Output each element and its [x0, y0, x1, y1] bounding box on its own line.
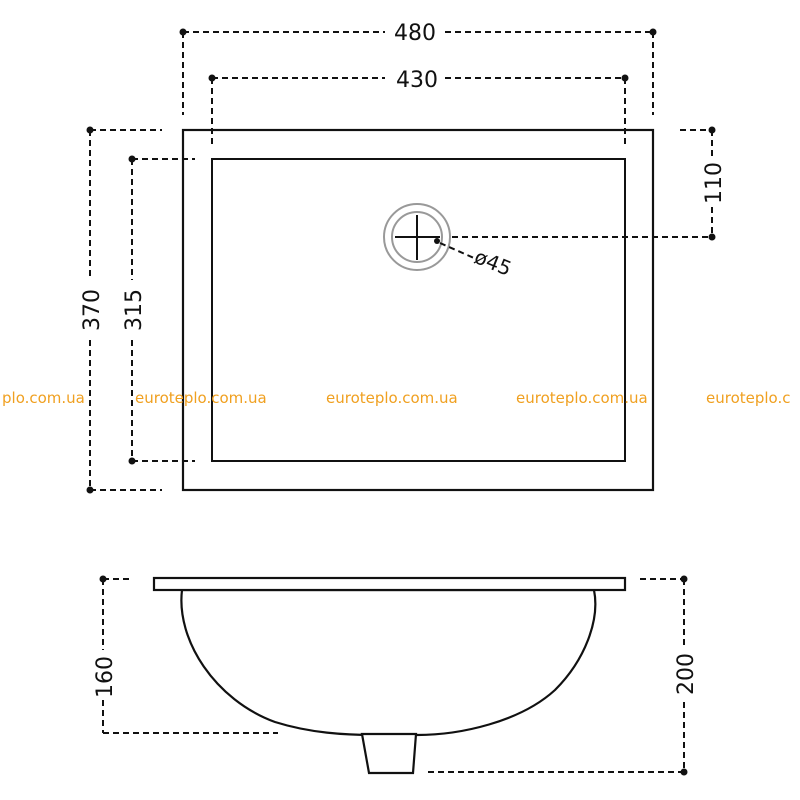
sink-top-flange — [152, 576, 627, 592]
inner-depth-label: 315 — [122, 289, 147, 331]
drain-symbol — [383, 203, 451, 271]
dimension-total-height: 200 — [428, 575, 699, 776]
watermark-2: euroteplo.com.ua — [326, 389, 458, 407]
side-view — [152, 576, 627, 775]
watermark-row: plo.com.ua euroteplo.com.ua euroteplo.co… — [2, 389, 790, 407]
sink-inner-bowl — [211, 158, 626, 462]
drain-offset-label: 110 — [702, 162, 727, 204]
dimension-drain-offset: 110 — [452, 126, 727, 241]
bowl-height-label: 160 — [93, 656, 118, 698]
dimension-outer-depth: 370 — [80, 126, 162, 494]
outer-depth-label: 370 — [80, 289, 105, 331]
dimension-inner-width: 430 — [208, 68, 629, 145]
watermark-partial-left: plo.com.ua — [2, 389, 85, 407]
dimension-outer-width: 480 — [179, 21, 657, 115]
outer-width-label: 480 — [394, 21, 436, 46]
total-height-label: 200 — [674, 653, 699, 695]
dimension-inner-depth: 315 — [122, 155, 195, 465]
watermark-partial-right: euroteplo.c — [706, 389, 790, 407]
bowl-profile — [180, 588, 597, 737]
top-view — [181, 128, 655, 492]
drain-outlet — [360, 732, 418, 775]
dimension-bowl-height: 160 — [93, 575, 278, 734]
watermark-3: euroteplo.com.ua — [516, 389, 648, 407]
watermark-1: euroteplo.com.ua — [135, 389, 267, 407]
inner-width-label: 430 — [396, 68, 438, 93]
sink-outer-rim — [181, 128, 655, 492]
